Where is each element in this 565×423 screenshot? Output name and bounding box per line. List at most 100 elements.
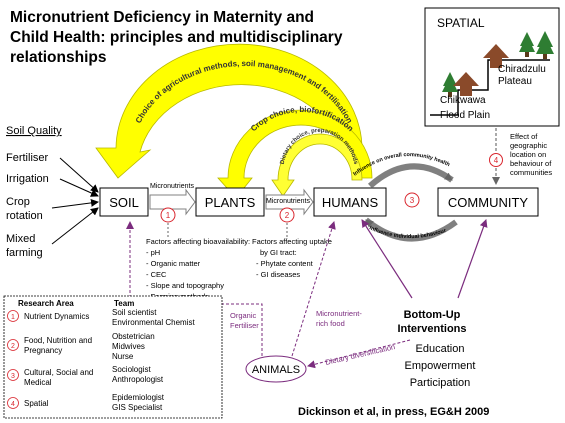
row-badge bbox=[7, 369, 19, 381]
uptake-item: - GI diseases bbox=[256, 270, 300, 279]
column-header-team: Team bbox=[114, 299, 134, 308]
row-badge bbox=[7, 339, 19, 351]
table-row: 3 Cultural, Social and Medical Sociologi… bbox=[7, 365, 164, 387]
badge-1-label: 1 bbox=[166, 211, 171, 220]
badge-4 bbox=[489, 153, 503, 167]
organic-fertiliser-label: Fertiliser bbox=[230, 321, 259, 330]
irrigation-arrow bbox=[59, 178, 99, 197]
row-team: Midwives bbox=[112, 342, 145, 351]
spatial-panel: SPATIAL Chiradzulu Plateau Chikwawa Fl bbox=[424, 7, 560, 127]
tree-icon bbox=[536, 31, 554, 59]
row-area: Nutrient Dynamics bbox=[24, 312, 89, 321]
column-header-area: Research Area bbox=[18, 299, 74, 308]
plants-label: PLANTS bbox=[205, 195, 256, 210]
uptake-heading: Factors affecting uptake bbox=[252, 237, 332, 246]
intervention-item: Participation bbox=[410, 377, 471, 389]
row-area: Medical bbox=[24, 378, 52, 387]
small-arc-arrow bbox=[271, 133, 363, 197]
geographic-effect: Effect of geographic location on behavio… bbox=[489, 128, 552, 185]
row-badge-number: 3 bbox=[11, 373, 15, 380]
row-area: Cultural, Social and bbox=[24, 368, 93, 377]
spatial-heading: SPATIAL bbox=[437, 16, 485, 30]
row-team: Environmental Chemist bbox=[112, 318, 195, 327]
soil-quality-factors: Soil Quality Fertiliser Irrigation Crop … bbox=[6, 125, 99, 259]
intervention-to-humans-arrow bbox=[361, 219, 413, 299]
micronutrient-food-label: rich food bbox=[316, 319, 345, 328]
row-team: Anthropologist bbox=[112, 375, 164, 384]
interventions-heading: Bottom-Up bbox=[404, 309, 461, 321]
soil-factor-mixed-farming: farming bbox=[6, 247, 43, 259]
bioavailability-factors: Factors affecting bioavailability: - pH … bbox=[146, 223, 250, 301]
geographic-effect-label: communities bbox=[510, 168, 552, 177]
flood-plain-label: Chikwawa bbox=[440, 95, 486, 106]
badge-3-label: 3 bbox=[410, 196, 415, 205]
community-health-arrow bbox=[367, 163, 454, 189]
soil-quality-heading: Soil Quality bbox=[6, 125, 62, 137]
uptake-item: - Phytate content bbox=[256, 259, 314, 268]
dietary-diversification-label: Dietary diversification bbox=[324, 342, 395, 367]
crop-rotation-arrow bbox=[51, 198, 99, 209]
soil-factor-crop-rotation: rotation bbox=[6, 210, 43, 222]
badge-1 bbox=[160, 207, 176, 223]
soil-factor-mixed-farming: Mixed bbox=[6, 233, 35, 245]
animals-node bbox=[245, 355, 307, 383]
row-team: Soil scientist bbox=[112, 308, 157, 317]
bioavailability-item: - Organic matter bbox=[146, 259, 201, 268]
research-table-box bbox=[3, 295, 223, 419]
title-line: Micronutrient Deficiency in Maternity an… bbox=[10, 9, 314, 26]
intervention-item: Education bbox=[416, 343, 465, 355]
plants-node bbox=[195, 187, 265, 217]
row-team: Nurse bbox=[112, 352, 134, 361]
row-badge bbox=[7, 310, 19, 322]
uptake-factors: Factors affecting uptake by GI tract: - … bbox=[252, 223, 332, 279]
table-row: 1 Nutrient Dynamics Soil scientist Envir… bbox=[7, 308, 195, 327]
row-team: Sociologist bbox=[112, 365, 151, 374]
tree-icon bbox=[519, 32, 535, 57]
row-badge-number: 1 bbox=[11, 314, 15, 321]
bioavailability-item: - pH bbox=[146, 248, 160, 257]
soil-factor-irrigation: Irrigation bbox=[6, 173, 49, 185]
geographic-effect-label: behaviour of bbox=[510, 159, 552, 168]
soil-factor-fertiliser: Fertiliser bbox=[6, 152, 49, 164]
main-flow: SOIL PLANTS HUMANS COMMUNITY Micronutrie… bbox=[99, 183, 539, 223]
row-area: Pregnancy bbox=[24, 346, 62, 355]
tree-icon bbox=[442, 72, 458, 97]
row-badge-number: 2 bbox=[11, 343, 15, 350]
uptake-heading: by GI tract: bbox=[260, 248, 297, 257]
plateau-label: Plateau bbox=[498, 76, 532, 87]
bioavailability-item: - CEC bbox=[146, 270, 167, 279]
soil-to-plants-arrow bbox=[149, 188, 196, 216]
research-table: Research Area Team 1 Nutrient Dynamics S… bbox=[3, 295, 223, 419]
humans-label: HUMANS bbox=[322, 195, 379, 210]
animals-label: ANIMALS bbox=[252, 364, 300, 376]
individual-behaviour-arrow bbox=[364, 217, 458, 242]
house-icon bbox=[483, 44, 509, 68]
badge-4-label: 4 bbox=[494, 156, 499, 165]
row-team: GIS Specialist bbox=[112, 403, 163, 412]
mixed-farming-arrow bbox=[51, 207, 99, 245]
humans-node bbox=[313, 187, 387, 217]
micronutrients-label-1: Micronutrients bbox=[150, 183, 194, 190]
table-row: 4 Spatial Epidemiologist GIS Specialist bbox=[7, 393, 165, 412]
geographic-effect-label: location on bbox=[510, 150, 546, 159]
plateau-label: Chiradzulu bbox=[498, 64, 546, 75]
badge-3 bbox=[404, 192, 420, 208]
intervention-to-community-arrow bbox=[457, 219, 488, 299]
fertiliser-arrow bbox=[59, 157, 99, 193]
interventions-heading: Interventions bbox=[397, 323, 466, 335]
row-area: Food, Nutrition and bbox=[24, 336, 92, 345]
row-badge bbox=[7, 397, 19, 409]
title-line: relationships bbox=[10, 49, 106, 66]
soil-factor-crop-rotation: Crop bbox=[6, 196, 30, 208]
micronutrient-food-arrow bbox=[291, 221, 336, 357]
intervention-item: Empowerment bbox=[405, 360, 476, 372]
row-team: Obstetrician bbox=[112, 332, 155, 341]
page-title: Micronutrient Deficiency in Maternity an… bbox=[10, 9, 343, 66]
badge-2-label: 2 bbox=[285, 211, 290, 220]
soil-label: SOIL bbox=[109, 195, 139, 210]
table-row: 2 Food, Nutrition and Pregnancy Obstetri… bbox=[7, 332, 155, 361]
organic-fertiliser-label: Organic bbox=[230, 311, 257, 320]
citation: Dickinson et al, in press, EG&H 2009 bbox=[298, 406, 489, 418]
dietary-diversification-arrow bbox=[307, 339, 411, 369]
